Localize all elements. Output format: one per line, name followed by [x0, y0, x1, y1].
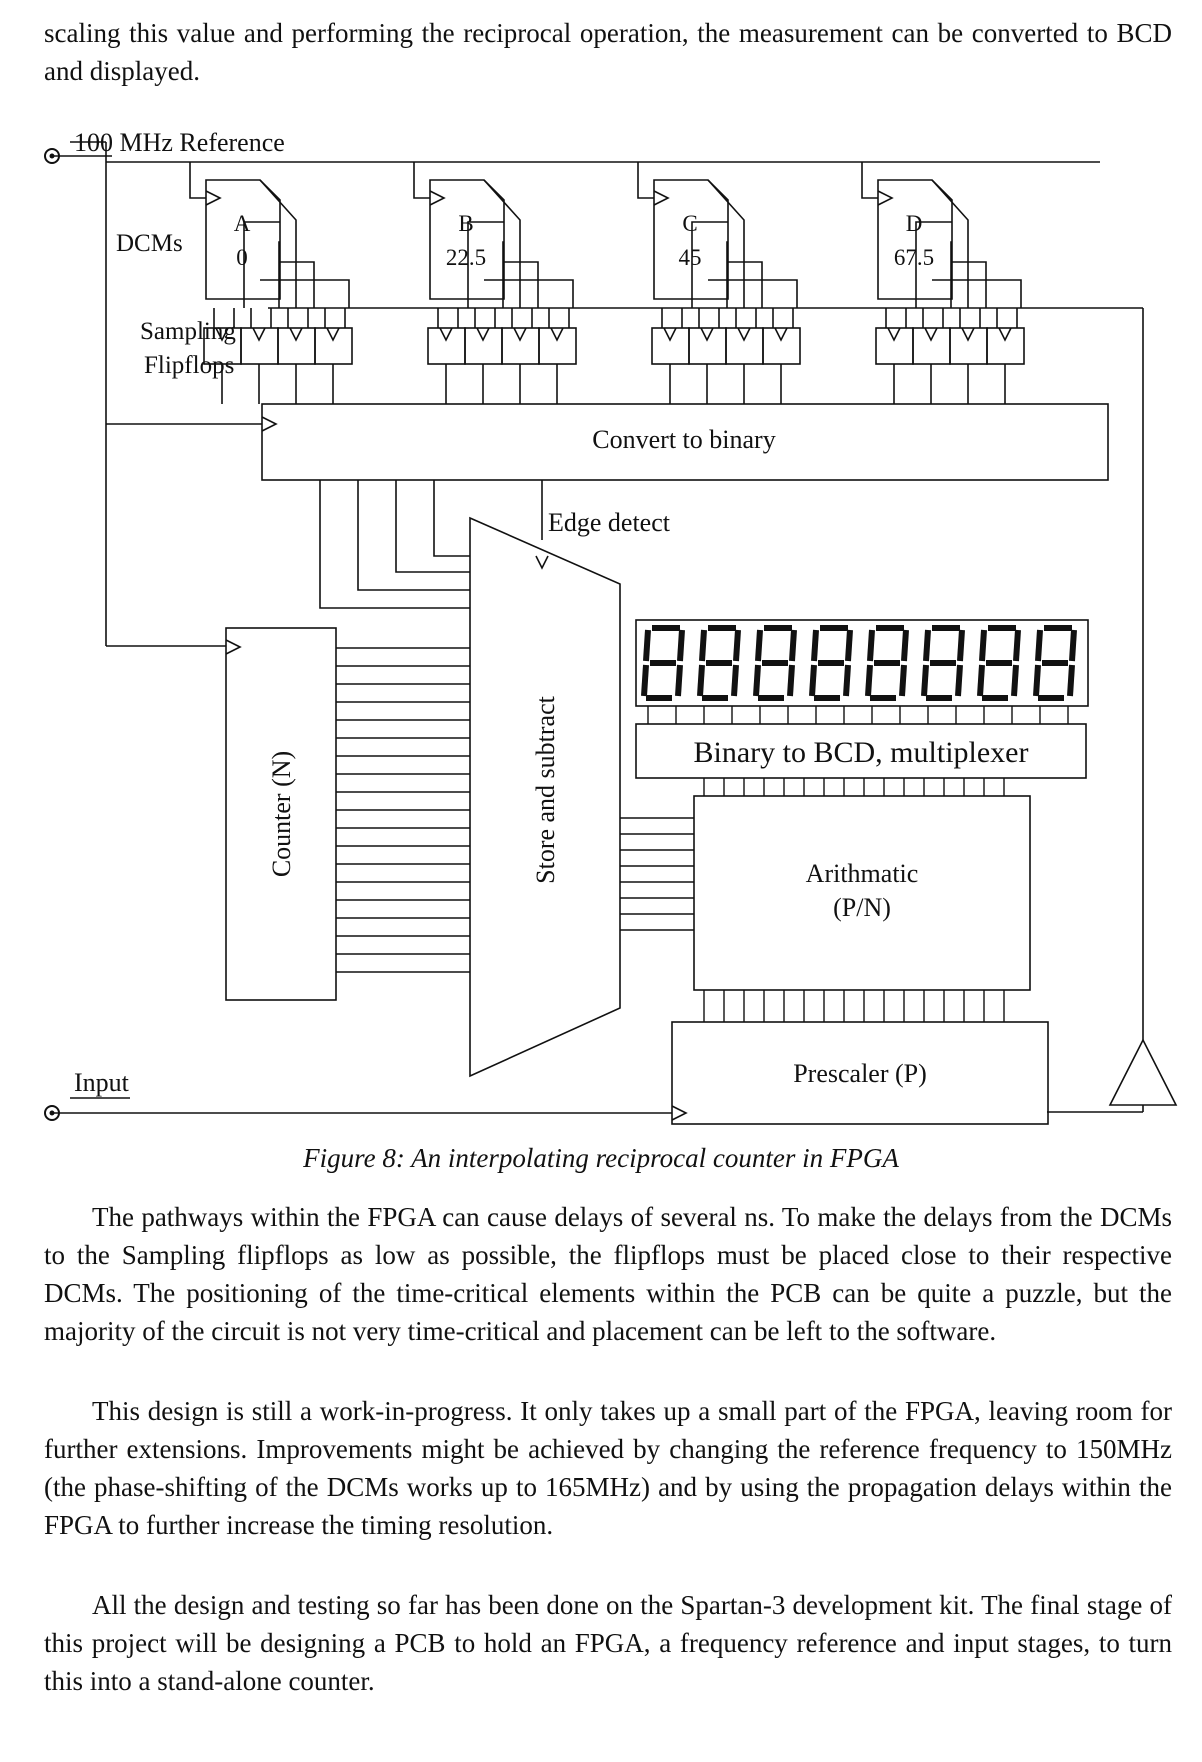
display-digit [641, 625, 685, 701]
arith-label: Arithmatic [806, 859, 919, 888]
counter-label: Counter (N) [267, 751, 296, 877]
display-digit [753, 625, 797, 701]
sampling-flipflop [501, 327, 540, 365]
dcms-label: DCMs [116, 230, 183, 257]
sampling-flipflop [314, 327, 353, 365]
dcm-name: D [906, 211, 923, 236]
dcm-a-block [205, 179, 281, 300]
counter-block [225, 627, 337, 1001]
bcd-label: Binary to BCD, multiplexer [694, 736, 1029, 769]
block-diagram: A 0 B 22.5 C 45 D 67.5 100 MHz Reference DCMs S… [44, 128, 1178, 1125]
arith-sub-label: (P/N) [833, 893, 891, 922]
dcm-phase: 67.5 [894, 245, 934, 270]
sampling-flipflop [277, 327, 316, 365]
bcd-block [635, 723, 1087, 779]
intro-paragraph: scaling this value and performing the re… [44, 18, 1172, 86]
edge-detect-label: Edge detect [548, 508, 671, 537]
store-label: Store and subtract [531, 695, 560, 884]
dcm-phase: 0 [236, 245, 248, 270]
dcm-c-block [653, 179, 729, 300]
display-digit [1033, 625, 1077, 701]
dcm-d-block [877, 179, 953, 300]
dcm-phase: 22.5 [446, 245, 486, 270]
display-digit [921, 625, 965, 701]
ref-label: 100 MHz Reference [74, 128, 285, 157]
sampling-flipflop [464, 327, 503, 365]
sampling-flipflop [427, 327, 466, 365]
sampling-label: Sampling [140, 318, 236, 345]
flipflops-label: Flipflops [144, 352, 234, 379]
arithmatic-block [693, 795, 1031, 991]
display-digit [809, 625, 853, 701]
prescaler-block [671, 1021, 1049, 1125]
dcm-name: B [458, 211, 473, 236]
display-digit [865, 625, 909, 701]
sampling-flipflop [688, 327, 727, 365]
dcm-phase: 45 [679, 245, 702, 270]
paragraph-2: This design is still a work-in-progress.… [44, 1396, 1172, 1540]
ref-connector-icon [44, 148, 60, 164]
paragraph-3: All the design and testing so far has be… [44, 1590, 1172, 1696]
sampling-flipflop [912, 327, 951, 365]
sampling-flipflop [949, 327, 988, 365]
paragraph-1: The pathways within the FPGA can cause d… [44, 1202, 1172, 1346]
seven-segment-display [635, 619, 1089, 707]
convert-label: Convert to binary [592, 425, 775, 454]
display-digit [977, 625, 1021, 701]
prescaler-label: Prescaler (P) [793, 1059, 927, 1088]
sampling-flipflop [762, 327, 801, 365]
display-digit [697, 625, 741, 701]
store-subtract-block [469, 516, 621, 1078]
input-label: Input [74, 1068, 130, 1097]
figure-caption: Figure 8: An interpolating reciprocal co… [303, 1143, 899, 1173]
sampling-flipflop [240, 327, 279, 365]
sampling-flipflop [875, 327, 914, 365]
dcm-name: C [682, 211, 697, 236]
sampling-flipflop [725, 327, 764, 365]
input-buffer-triangle [1108, 1038, 1178, 1106]
sampling-flipflop [986, 327, 1025, 365]
sampling-flipflop [538, 327, 577, 365]
convert-to-binary-block [261, 403, 1109, 481]
dcm-b-block [429, 179, 505, 300]
dcm-name: A [234, 211, 251, 236]
input-connector-icon [44, 1105, 60, 1121]
sampling-flipflop [651, 327, 690, 365]
